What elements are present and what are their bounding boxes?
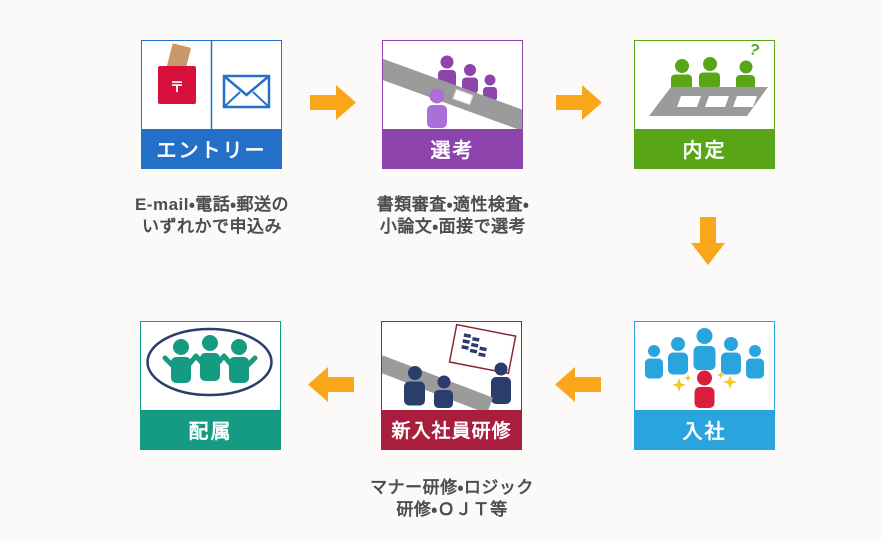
step-label-bar: エントリー bbox=[142, 129, 281, 168]
step-join-box: 入社 bbox=[634, 321, 775, 450]
step-label: 入社 bbox=[682, 421, 727, 443]
entry-description: E-mail・電話・郵送の いずれかで申込み bbox=[82, 194, 342, 238]
step-training-box: 新入社員研修 bbox=[381, 321, 522, 450]
step-label-bar: 内定 bbox=[635, 129, 774, 168]
step-label: 配属 bbox=[188, 421, 233, 443]
svg-text:?: ? bbox=[747, 41, 762, 60]
training-description-line2: 研修・ＯＪＴ等 bbox=[396, 500, 508, 519]
welcome-people-icon bbox=[645, 328, 764, 408]
selection-description-line1: 書類審査・適性検査・ bbox=[376, 195, 530, 214]
step-label-bar: 入社 bbox=[635, 410, 774, 449]
offer-meeting-icon: ? bbox=[649, 41, 768, 116]
selection-description: 書類審査・適性検査・ 小論文・面接で選考 bbox=[323, 194, 583, 238]
entry-icon-area: 〒 bbox=[142, 41, 281, 129]
team-circle-icon bbox=[146, 327, 273, 397]
selection-icon-area bbox=[383, 41, 522, 129]
step-label: 新入社員研修 bbox=[391, 421, 512, 442]
arrow-left-training-to-assignment-icon bbox=[308, 367, 354, 402]
training-icon-area bbox=[382, 322, 521, 410]
assignment-icon-area bbox=[141, 322, 280, 410]
arrow-left-join-to-training-icon bbox=[555, 367, 601, 402]
entry-description-line1: E-mail・電話・郵送の bbox=[134, 195, 290, 214]
step-assignment-box: 配属 bbox=[140, 321, 281, 450]
join-icon-area bbox=[635, 322, 774, 410]
step-selection-box: 選考 bbox=[382, 40, 523, 169]
training-description-line1: マナー研修・ロジック bbox=[370, 478, 534, 497]
step-entry-box: 〒 エントリー bbox=[141, 40, 282, 169]
arrow-down-offer-to-join-icon bbox=[691, 217, 725, 265]
step-label-bar: 選考 bbox=[383, 129, 522, 168]
step-label: 選考 bbox=[430, 140, 475, 162]
step-offer-box: ? 内定 bbox=[634, 40, 775, 169]
arrow-right-selection-to-offer-icon bbox=[556, 85, 602, 120]
training-presentation-icon bbox=[382, 323, 517, 410]
interview-table-icon bbox=[383, 55, 522, 129]
step-label: 内定 bbox=[682, 140, 727, 162]
arrow-right-entry-to-selection-icon bbox=[310, 85, 356, 120]
step-label-bar: 新入社員研修 bbox=[382, 410, 521, 449]
step-label-bar: 配属 bbox=[141, 410, 280, 449]
svg-text:〒: 〒 bbox=[170, 79, 184, 95]
selection-description-line2: 小論文・面接で選考 bbox=[379, 217, 527, 236]
step-label: エントリー bbox=[156, 140, 267, 162]
offer-icon-area: ? bbox=[635, 41, 774, 129]
postbox-envelope-icon: 〒 bbox=[158, 41, 271, 129]
entry-description-line2: いずれかで申込み bbox=[142, 217, 282, 236]
training-description: マナー研修・ロジック 研修・ＯＪＴ等 bbox=[322, 477, 582, 521]
